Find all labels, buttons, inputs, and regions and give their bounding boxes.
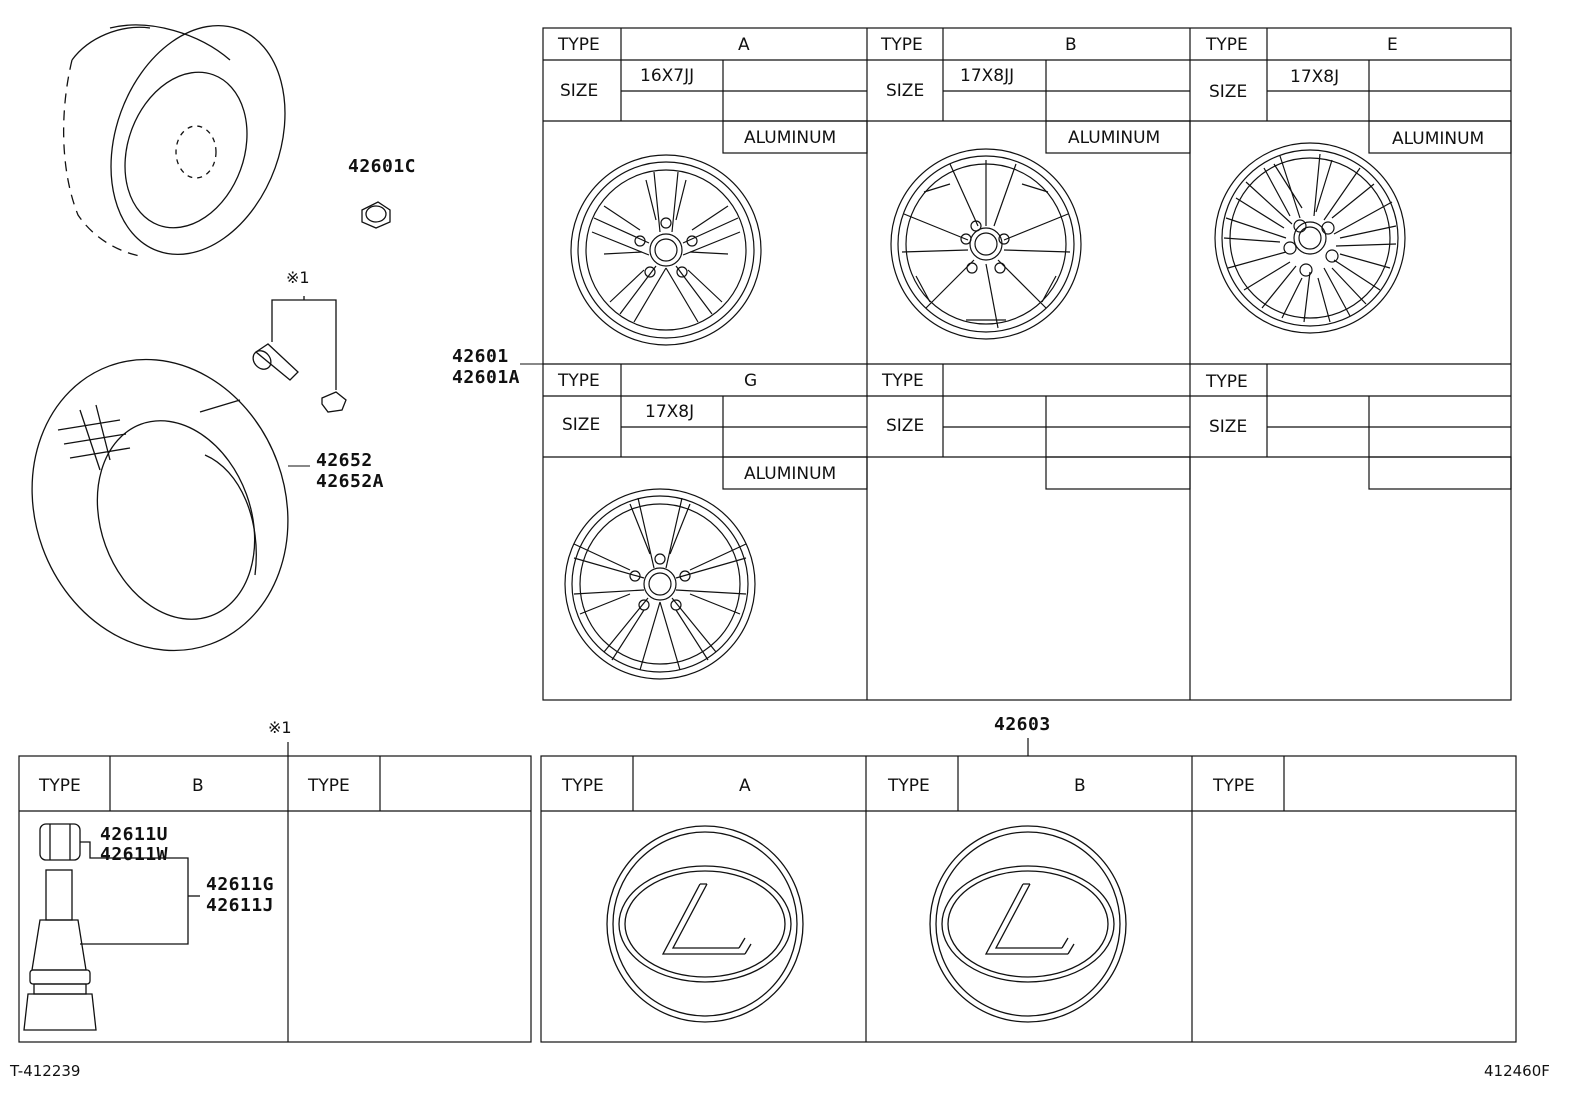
valve-type-label-2: TYPE <box>308 776 350 796</box>
type-value-e: E <box>1387 35 1398 55</box>
material-e: ALUMINUM <box>1392 129 1485 149</box>
material-a: ALUMINUM <box>744 128 837 148</box>
part-number-42652: 42652 <box>316 450 373 471</box>
cap-table-grid <box>540 738 1517 1043</box>
reference-mark-upper: ※1 <box>286 268 310 287</box>
type-value-b: B <box>1065 35 1077 55</box>
cap-type-label-3: TYPE <box>1213 776 1255 796</box>
size-label-empty-1: SIZE <box>886 416 925 436</box>
cap-type-value-b: B <box>1074 776 1086 796</box>
leader-lines-left <box>288 363 543 467</box>
part-number-42603: 42603 <box>994 714 1051 735</box>
valve-parts <box>23 823 200 1031</box>
type-label-empty-2: TYPE <box>1206 372 1248 392</box>
part-number-42601a: 42601A <box>452 367 521 388</box>
size-label-b: SIZE <box>886 81 925 101</box>
valve-type-label-1: TYPE <box>39 776 81 796</box>
size-value-g: 17X8J <box>645 402 695 422</box>
footer-right-code: 412460F <box>1484 1062 1550 1080</box>
valve-table-grid <box>18 742 532 1043</box>
part-number-42601: 42601 <box>452 346 509 367</box>
type-value-g: G <box>744 371 758 391</box>
wheel-type-b <box>890 148 1082 340</box>
tire <box>31 358 289 652</box>
part-number-42611w: 42611W <box>100 844 169 865</box>
type-value-a: A <box>738 35 750 55</box>
wheel-type-g <box>564 488 756 680</box>
part-number-42611g: 42611G <box>206 874 275 895</box>
footer-left-code: T-412239 <box>10 1062 81 1080</box>
wheel-side-view <box>62 24 286 257</box>
cap-type-label-b: TYPE <box>888 776 930 796</box>
size-value-e: 17X8J <box>1290 67 1340 87</box>
reference-mark-lower: ※1 <box>268 718 292 737</box>
size-label-empty-2: SIZE <box>1209 417 1248 437</box>
material-g: ALUMINUM <box>744 464 837 484</box>
wheel-type-e <box>1214 142 1406 334</box>
type-label-g: TYPE <box>558 371 600 391</box>
part-number-42611u: 42611U <box>100 824 169 845</box>
valve-type-value-1: B <box>192 776 204 796</box>
type-label-a: TYPE <box>558 35 600 55</box>
size-label-a: SIZE <box>560 81 599 101</box>
size-value-a: 16X7JJ <box>640 66 695 86</box>
part-number-42601c: 42601C <box>348 156 417 177</box>
part-number-42611j: 42611J <box>206 895 275 916</box>
type-label-e: TYPE <box>1206 35 1248 55</box>
wheel-type-a <box>570 154 762 346</box>
cap-type-label-a: TYPE <box>562 776 604 796</box>
type-label-empty-1: TYPE <box>882 371 924 391</box>
emblem-cap-a <box>606 825 804 1023</box>
size-label-g: SIZE <box>562 415 601 435</box>
emblem-cap-b <box>929 825 1127 1023</box>
material-b: ALUMINUM <box>1068 128 1161 148</box>
size-value-b: 17X8JJ <box>960 66 1015 86</box>
size-label-e: SIZE <box>1209 82 1248 102</box>
cap-type-value-a: A <box>739 776 751 796</box>
valve-assembly <box>252 296 347 413</box>
hub-nut <box>361 201 391 229</box>
part-number-42652a: 42652A <box>316 471 385 492</box>
wheel-table-grid <box>542 27 1512 701</box>
type-label-b: TYPE <box>881 35 923 55</box>
